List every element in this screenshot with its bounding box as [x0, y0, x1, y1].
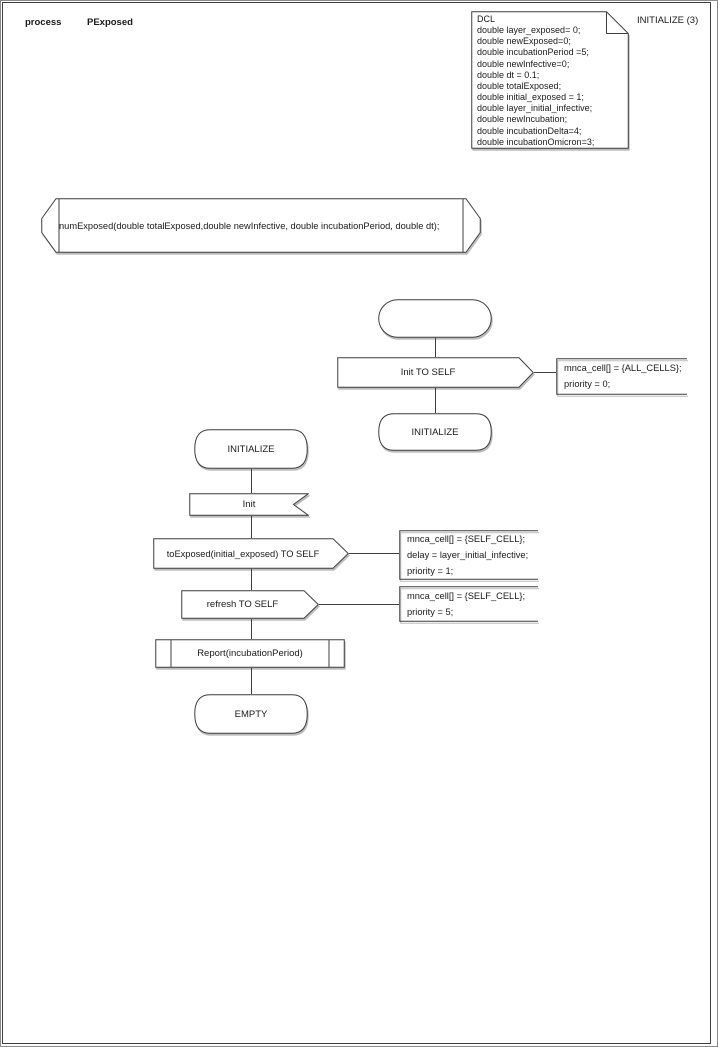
state-symbol-empty[interactable]: EMPTY — [194, 694, 308, 734]
output-shape — [337, 357, 534, 388]
folded-corner-note-shape — [471, 11, 629, 149]
output-refresh-label: refresh TO SELF — [206, 599, 279, 610]
state-initialize-left-label: INITIALIZE — [227, 443, 275, 455]
state-symbol-initialize-left[interactable]: INITIALIZE — [194, 429, 308, 469]
input-shape — [189, 493, 309, 516]
input-symbol-init[interactable]: Init — [189, 493, 309, 516]
comment-bracket-shape — [556, 358, 687, 395]
declarations-text-symbol[interactable]: DCL double layer_exposed= 0; double newE… — [471, 11, 629, 149]
comment-bracket-shape — [399, 586, 538, 622]
procedure-declaration-symbol[interactable]: numExposed(double totalExposed,double ne… — [41, 198, 481, 253]
output-shape — [153, 538, 349, 569]
start-symbol[interactable] — [378, 299, 492, 338]
procedure-declaration-shape — [41, 198, 481, 253]
process-name-label: PExposed — [87, 17, 133, 28]
procedure-call-symbol-report[interactable]: Report(incubationPeriod) — [155, 639, 345, 668]
page-name-label: INITIALIZE (3) — [637, 15, 699, 26]
output-init-label: Init TO SELF — [400, 367, 456, 378]
procedure-call-shape — [155, 639, 345, 668]
output-symbol-init-to-self[interactable]: Init TO SELF — [337, 357, 534, 388]
comment-symbol-init[interactable]: mnca_cell[] = {ALL_CELLS}; priority = 0; — [556, 358, 687, 395]
state-shape — [194, 694, 308, 734]
comment-symbol-toexposed[interactable]: mnca_cell[] = {SELF_CELL}; delay = layer… — [399, 530, 538, 580]
comment-toexposed-text: mnca_cell[] = {SELF_CELL}; delay = layer… — [407, 534, 529, 576]
comment-init-text: mnca_cell[] = {ALL_CELLS}; priority = 0; — [564, 363, 682, 389]
state-initialize-right-label: INITIALIZE — [411, 426, 459, 438]
procedure-call-report-label: Report(incubationPeriod) — [197, 648, 303, 659]
comment-symbol-refresh[interactable]: mnca_cell[] = {SELF_CELL}; priority = 5; — [399, 586, 538, 622]
output-symbol-toexposed[interactable]: toExposed(initial_exposed) TO SELF — [153, 538, 349, 569]
dcl-declarations-text: DCL double layer_exposed= 0; double newE… — [477, 14, 595, 147]
comment-bracket-shape — [399, 530, 538, 580]
output-shape — [181, 590, 319, 619]
state-empty-label: EMPTY — [234, 708, 268, 720]
comment-refresh-text: mnca_cell[] = {SELF_CELL}; priority = 5; — [407, 591, 526, 617]
state-shape — [378, 413, 492, 451]
process-keyword-label: process — [25, 17, 62, 28]
output-toexposed-label: toExposed(initial_exposed) TO SELF — [166, 548, 320, 559]
input-init-label: Init — [242, 499, 256, 510]
output-symbol-refresh[interactable]: refresh TO SELF — [181, 590, 319, 619]
state-symbol-initialize-right[interactable]: INITIALIZE — [378, 413, 492, 451]
start-shape — [378, 299, 492, 338]
procedure-declaration-label: numExposed(double totalExposed,double ne… — [59, 220, 440, 231]
state-shape — [194, 429, 308, 469]
